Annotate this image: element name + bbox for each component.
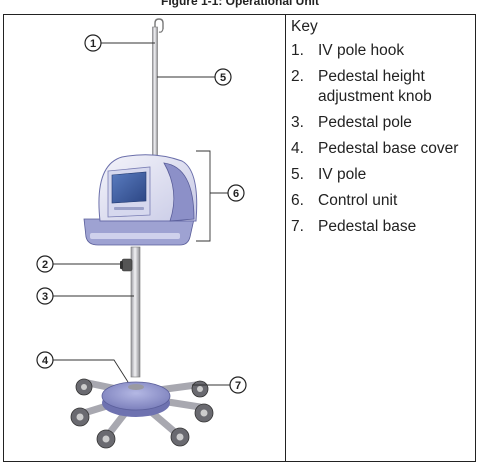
key-panel: Key 1. IV pole hook 2. Pedestal height a…: [291, 17, 471, 243]
key-item-number: 1.: [291, 41, 318, 61]
key-item: 4. Pedestal base cover: [291, 139, 471, 159]
key-list: 1. IV pole hook 2. Pedestal height adjus…: [291, 41, 471, 237]
svg-text:1: 1: [90, 38, 96, 50]
key-item-number: 5.: [291, 165, 318, 185]
svg-text:5: 5: [220, 72, 226, 84]
callout-7: 7: [230, 377, 246, 393]
key-item: 2. Pedestal height adjustment knob: [291, 67, 471, 107]
svg-text:2: 2: [42, 259, 48, 271]
key-item-number: 3.: [291, 113, 318, 133]
callout-1: 1: [85, 35, 101, 51]
pedestal-pole: [131, 247, 140, 377]
svg-text:4: 4: [42, 355, 49, 367]
callout-6: 6: [228, 185, 244, 201]
key-item-number: 7.: [291, 217, 318, 237]
svg-text:6: 6: [233, 188, 239, 200]
callout-2: 2: [37, 256, 53, 272]
key-item-number: 4.: [291, 139, 318, 159]
pedestal-base-cover: [102, 382, 170, 417]
key-item-label: Pedestal pole: [318, 113, 471, 133]
iv-pole: [153, 27, 158, 167]
key-item-label: Pedestal base cover: [318, 139, 471, 159]
svg-text:3: 3: [42, 291, 48, 303]
pedestal-height-adjustment-knob: [120, 259, 132, 271]
callout-4: 4: [37, 352, 53, 368]
callout-3: 3: [37, 288, 53, 304]
key-item-label: IV pole hook: [318, 41, 471, 61]
key-item: 7. Pedestal base: [291, 217, 471, 237]
key-item-label: Control unit: [318, 191, 471, 211]
callout-5: 5: [215, 69, 231, 85]
key-item-label: Pedestal base: [318, 217, 471, 237]
key-title: Key: [291, 17, 471, 37]
column-divider: [285, 14, 286, 462]
key-item: 1. IV pole hook: [291, 41, 471, 61]
key-item: 6. Control unit: [291, 191, 471, 211]
key-item: 3. Pedestal pole: [291, 113, 471, 133]
key-item-label: Pedestal height adjustment knob: [318, 67, 471, 107]
control-unit: [84, 155, 197, 245]
operational-unit-illustration: 1 5 6 2 3 4 7: [4, 15, 284, 461]
key-item-number: 2.: [291, 67, 318, 107]
key-item-number: 6.: [291, 191, 318, 211]
key-item-label: IV pole: [318, 165, 471, 185]
key-item: 5. IV pole: [291, 165, 471, 185]
svg-text:7: 7: [235, 380, 241, 392]
figure-title: Figure 1-1: Operational Unit: [0, 0, 480, 8]
